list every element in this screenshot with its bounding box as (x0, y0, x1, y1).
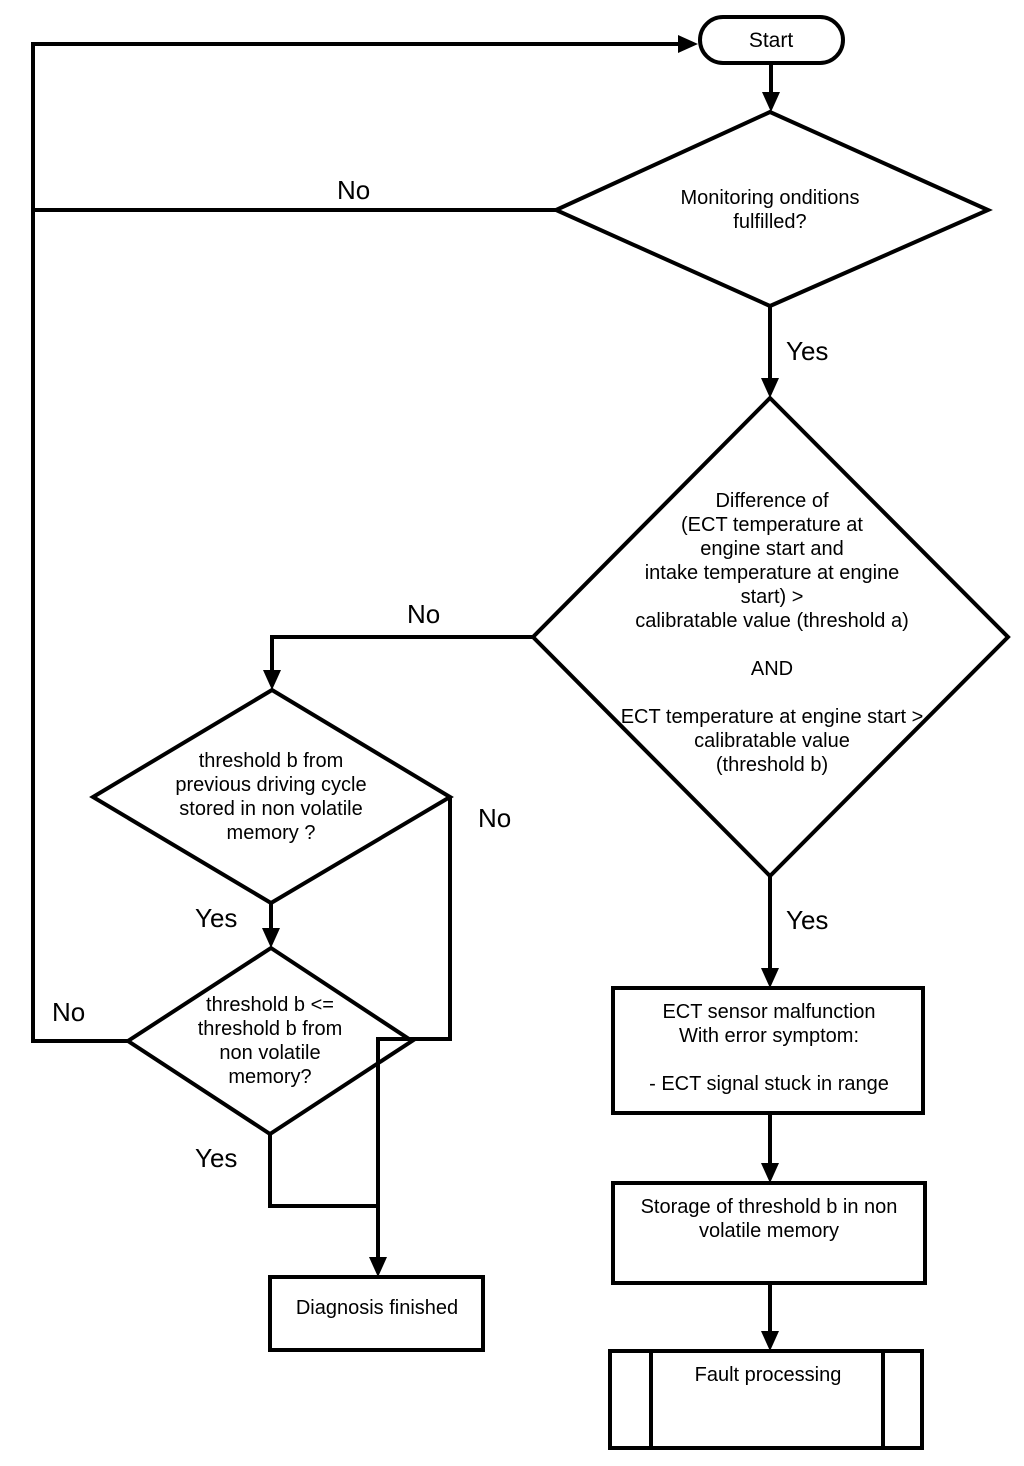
decision-difference-label: Difference of (ECT temperature at engine… (620, 490, 924, 776)
edge-label-difference-yes: Yes (786, 905, 829, 935)
arrowhead-storage (761, 1163, 779, 1183)
edge-label-threshold-stored-yes: Yes (195, 903, 238, 933)
decision-monitoring-shape (551, 109, 993, 309)
arrowhead-monitoring (762, 92, 780, 112)
connector-threshold-compare-no (31, 210, 128, 1043)
edge-label-difference-no: No (407, 599, 441, 629)
decision-difference-shape (530, 395, 1011, 879)
process-storage-shape (611, 1181, 927, 1285)
process-diagnosis-finished-label: Diagnosis finished (295, 1297, 459, 1319)
start-terminator-label: Start (748, 29, 794, 52)
process-ect-malfunction-label: ECT sensor malfunction With error sympto… (649, 1001, 889, 1095)
predefined-fault-processing-shape (608, 1349, 924, 1450)
decision-monitoring-label: Monitoring onditions fulfilled? (680, 187, 860, 233)
edge-label-monitoring-yes: Yes (786, 336, 829, 366)
arrowhead-threshold-stored (263, 670, 281, 690)
process-diagnosis-finished-shape (268, 1275, 485, 1352)
decision-threshold-stored-label: threshold b from previous driving cycle … (175, 750, 367, 844)
connector-difference-no (270, 635, 533, 674)
start-terminator-shape (698, 15, 845, 65)
decision-threshold-compare-label: threshold b <= threshold b from non vola… (197, 994, 343, 1088)
process-storage-label: Storage of threshold b in non volatile m… (640, 1196, 898, 1242)
arrowhead-into-start (678, 35, 698, 53)
predefined-fault-processing-label: Fault processing (694, 1364, 842, 1386)
arrowhead-diagnosis-finished (369, 1257, 387, 1277)
arrowhead-threshold-compare (262, 928, 280, 948)
edge-label-threshold-stored-no: No (478, 803, 512, 833)
connector-threshold-stored-no (376, 797, 452, 1261)
arrowhead-difference (761, 378, 779, 398)
arrowhead-ect-malfunction (761, 968, 779, 988)
decision-threshold-compare-shape (124, 945, 416, 1137)
connector-monitoring-no (31, 42, 688, 212)
arrowhead-fault (761, 1331, 779, 1351)
edge-label-threshold-compare-no: No (52, 997, 86, 1027)
edge-label-monitoring-no: No (337, 175, 371, 205)
decision-threshold-stored-shape (89, 687, 454, 906)
connector-threshold-compare-yes (268, 1134, 378, 1208)
edge-label-threshold-compare-yes: Yes (195, 1143, 238, 1173)
process-ect-malfunction-shape (611, 986, 925, 1115)
